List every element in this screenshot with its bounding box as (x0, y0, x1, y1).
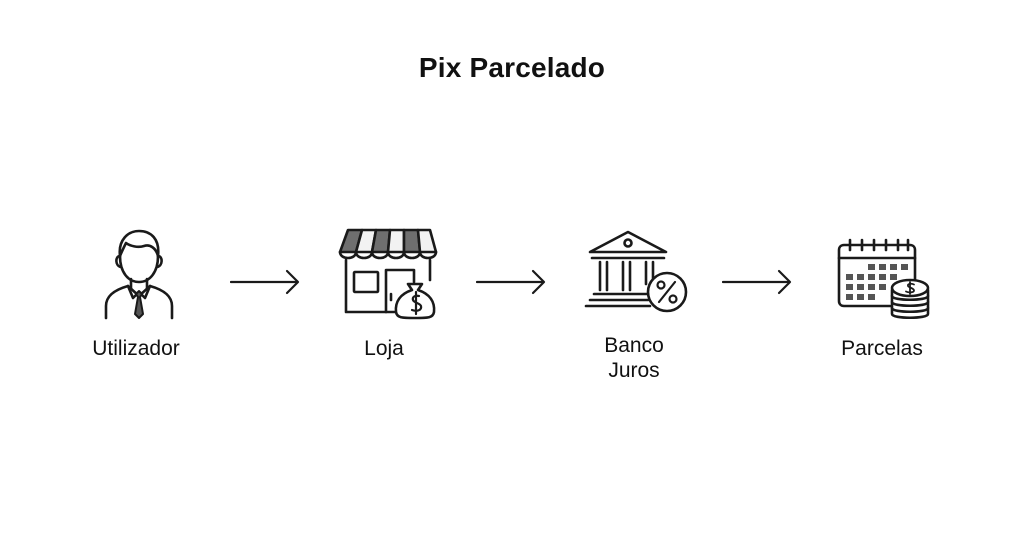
step-label-parcelas: Parcelas (841, 337, 923, 360)
step-label-loja: Loja (364, 337, 404, 360)
step-label-banco: Banco Juros (564, 333, 704, 383)
user-businessman-icon (100, 226, 178, 322)
arrow-right-icon (230, 269, 300, 295)
arrow-right-icon (722, 269, 792, 295)
calendar-coins-icon (834, 236, 934, 324)
store-money-bag-icon (336, 226, 440, 322)
diagram-title: Pix Parcelado (418, 52, 606, 83)
bank-percent-icon (584, 226, 690, 316)
step-label-line: Banco (604, 334, 664, 357)
step-label-utilizador: Utilizador (92, 337, 180, 360)
step-label-line: Juros (608, 359, 660, 382)
arrow-right-icon (476, 269, 546, 295)
